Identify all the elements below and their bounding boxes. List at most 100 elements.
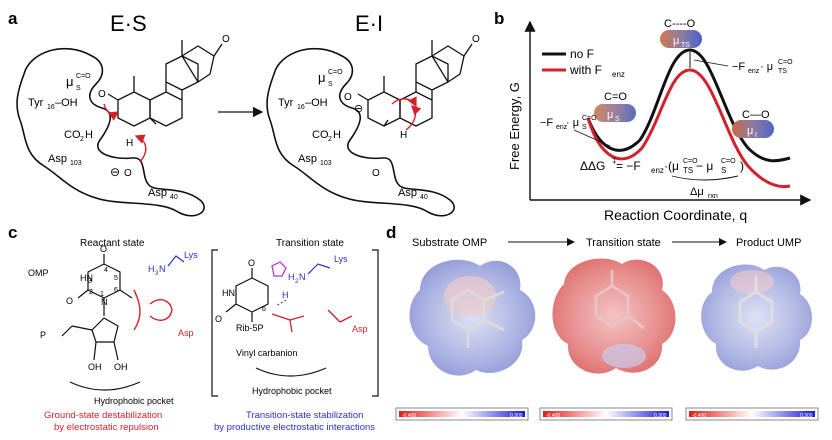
asp40-right: Asp 40	[398, 187, 428, 201]
svg-text:C=O: C=O	[76, 73, 91, 80]
legend-with-field: with F enz	[569, 63, 625, 79]
svg-text:Tyr: Tyr	[278, 97, 294, 109]
svg-text:N: N	[299, 272, 306, 282]
steroid-left	[107, 40, 223, 127]
svg-text:H: H	[282, 290, 289, 300]
bracket-left	[211, 249, 218, 397]
dipole-label-right: μ C=O S	[318, 69, 343, 88]
svg-text:ΔΔG: ΔΔG	[580, 159, 605, 173]
svg-text:C=O: C=O	[683, 158, 698, 165]
asp-reactant: Asp	[133, 289, 194, 338]
svg-text:H: H	[288, 272, 295, 282]
svg-text:103: 103	[70, 160, 82, 167]
asp40-o-right: O	[372, 168, 380, 179]
red-arrow-right	[391, 96, 417, 108]
svg-text:Asp: Asp	[148, 187, 167, 199]
ground-state-caption-2: by electrostatic repulsion	[54, 422, 159, 433]
ketone-o-right: O	[472, 34, 480, 45]
delta-mu-rxn: Δμ rxn	[690, 186, 718, 200]
svg-text:H: H	[85, 129, 93, 141]
asp103-left: Asp 103	[48, 153, 82, 167]
pocket-label-reactant: Hydrophobic pocket	[94, 396, 174, 406]
rib-5p-label: Rib-5P	[236, 323, 264, 333]
ring-num-2: 2	[89, 289, 93, 296]
magenta-ring	[271, 261, 287, 277]
svg-text:− μ: − μ	[696, 159, 713, 173]
svg-text:μ: μ	[607, 109, 613, 121]
esp-substrate	[409, 259, 536, 376]
svg-text:103: 103	[320, 160, 332, 167]
svg-text:C=O: C=O	[604, 91, 627, 103]
panel-d-label: d	[386, 223, 396, 242]
panel-d: d Substrate OMP Transition state Product…	[386, 223, 819, 421]
h-right: H	[400, 130, 407, 141]
ts-dipole: C----O μ TS	[660, 18, 702, 49]
co2-ts	[271, 313, 305, 333]
enolate-minus-right: ⊖	[354, 103, 363, 115]
carbonyl-o-left: O	[98, 89, 106, 100]
ring-num-4: 4	[104, 267, 108, 274]
co2h-right: CO 2 H	[312, 129, 341, 143]
svg-text:enz: enz	[556, 124, 568, 131]
svg-text:16: 16	[297, 104, 305, 111]
ts-ring-num-6: 6	[262, 306, 266, 313]
x-axis-label: Reaction Coordinate, q	[604, 207, 747, 223]
panel-c-label: c	[8, 223, 17, 242]
ts-caption-2: by productive electrostatic interactions	[214, 422, 375, 433]
enzyme-outline-left	[16, 47, 205, 217]
svg-text:enz: enz	[612, 70, 625, 79]
pocket-label-ts: Hydrophobic pocket	[252, 386, 332, 396]
i-dipole: C—O μ I	[732, 109, 774, 139]
legend-no-field: no F	[570, 47, 594, 61]
ddg-equation: ΔΔG ‡ = −F enz ·(μ TS C=O − μ S C=O )	[580, 156, 744, 175]
y-axis-label: Free Energy, G	[507, 82, 522, 170]
svg-text:−F: −F	[540, 117, 553, 129]
svg-text:Asp: Asp	[48, 153, 67, 165]
svg-text:S: S	[328, 81, 333, 88]
s-leader-line	[573, 129, 611, 147]
svg-text:TS: TS	[681, 42, 690, 49]
svg-text:Δμ: Δμ	[690, 186, 704, 198]
svg-text:-0.400: -0.400	[692, 413, 706, 419]
steroid-right	[357, 40, 473, 127]
transition-state-title: Transition state	[276, 238, 344, 249]
panel-c: c Reactant state Transition state OMP O …	[8, 223, 379, 433]
carbonyl-o-right: O	[344, 92, 352, 103]
scale-bar-3: -0.400 0.300	[685, 407, 819, 421]
svg-text:· μ: · μ	[760, 61, 773, 73]
h-bond-ts	[275, 299, 287, 307]
n1-label: N	[101, 297, 108, 307]
svg-text:–OH: –OH	[305, 97, 328, 109]
dipole-label-left: μ C=O S	[66, 73, 91, 92]
svg-text:H: H	[148, 264, 155, 274]
svg-text:): )	[740, 159, 744, 173]
svg-text:Asp: Asp	[178, 328, 194, 338]
svg-text:40: 40	[170, 194, 178, 201]
svg-text:2: 2	[295, 279, 299, 285]
svg-text:C----O: C----O	[664, 18, 696, 30]
svg-text:I: I	[755, 132, 757, 139]
ts-energy-annotation: −F enz · μ TS C=O	[732, 59, 793, 75]
ts-caption-1: Transition-state stabilization	[246, 410, 363, 421]
oh-3prime: OH	[114, 362, 128, 372]
lys-reactant: H 3 N Lys	[148, 250, 198, 277]
svg-text:enz: enz	[748, 68, 760, 75]
panel-a: a E·S E·I O O μ C=O S Tyr 16	[8, 9, 480, 217]
svg-text:μ: μ	[318, 70, 326, 85]
svg-text:with F: with F	[569, 63, 602, 77]
svg-text:C=O: C=O	[721, 158, 736, 165]
svg-text:Asp: Asp	[398, 187, 417, 199]
lys-ts: H 2 N Lys H	[282, 254, 348, 300]
asp-ts: Asp	[327, 309, 368, 334]
svg-text:–OH: –OH	[55, 97, 78, 109]
svg-text:Tyr: Tyr	[28, 97, 44, 109]
svg-text:S: S	[76, 85, 81, 92]
state-ei-title: E·I	[355, 11, 383, 36]
omp-label: OMP	[28, 268, 49, 278]
c4-o-label: O	[100, 244, 107, 254]
ring-num-3: 3	[88, 278, 92, 285]
svg-text:C=O: C=O	[582, 115, 597, 122]
bracket-right	[372, 249, 379, 397]
svg-text:S: S	[615, 116, 620, 123]
